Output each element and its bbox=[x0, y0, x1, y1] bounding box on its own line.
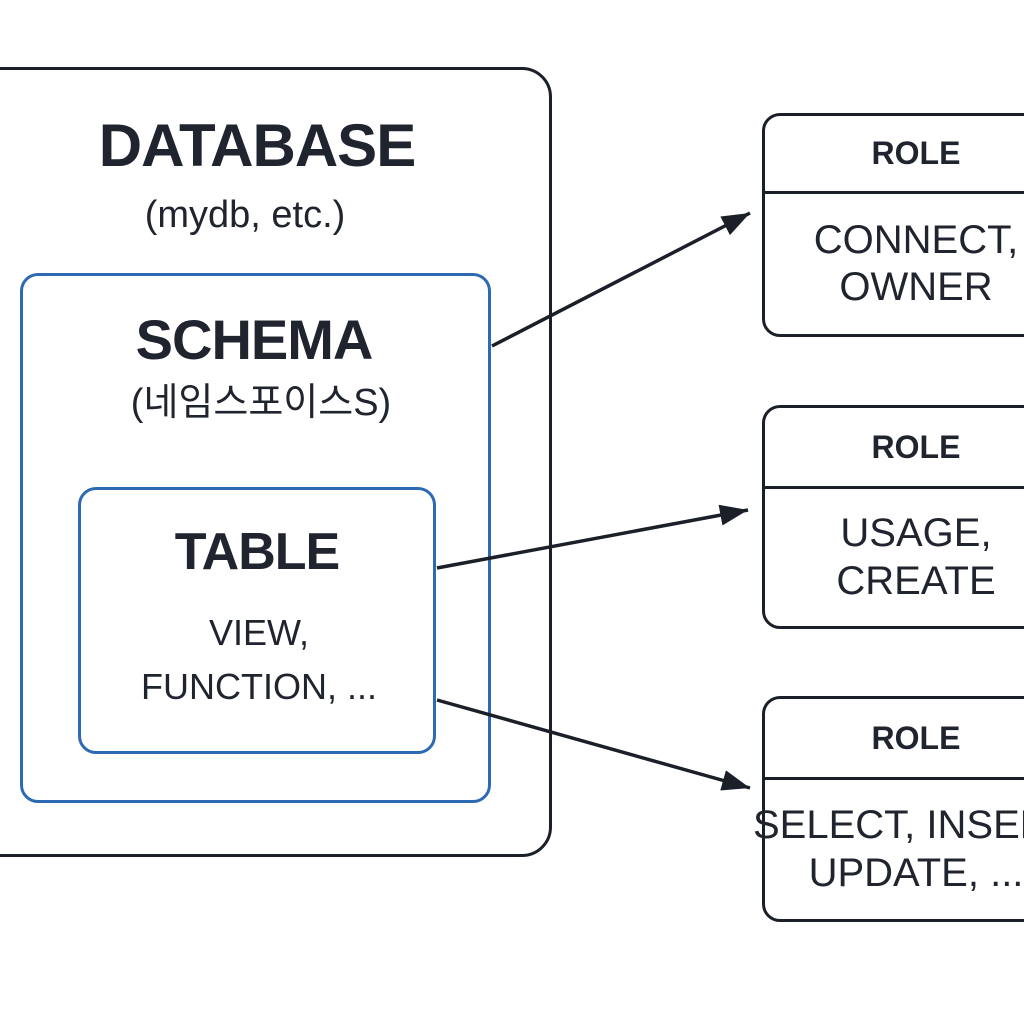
database-subtitle: (mydb, etc.) bbox=[144, 194, 346, 236]
role-box-2-title: ROLE bbox=[765, 408, 1024, 489]
database-title: DATABASE bbox=[98, 112, 416, 179]
role-box-1-privileges: CONNECT, OWNER bbox=[813, 217, 1019, 309]
schema-subtitle: (네임스포이스S) bbox=[130, 382, 392, 424]
role-box-2-privileges: USAGE, CREATE bbox=[836, 511, 996, 603]
role-box-select-insert-update: ROLE SELECT, INSERT, UPDATE, ... bbox=[752, 696, 1024, 922]
role-box-connect-owner: ROLE CONNECT, OWNER bbox=[762, 113, 1024, 337]
schema-title: SCHEMA bbox=[135, 308, 374, 371]
table-items: VIEW, FUNCTION, ... bbox=[141, 612, 377, 707]
role-box-usage-create: ROLE USAGE, CREATE bbox=[762, 405, 1024, 629]
role-box-3-title: ROLE bbox=[765, 699, 1024, 780]
role-box-1-title: ROLE bbox=[765, 116, 1024, 194]
table-box bbox=[78, 487, 436, 754]
table-title: TABLE bbox=[174, 523, 340, 581]
role-box-3-privileges: SELECT, INSERT, UPDATE, ... bbox=[752, 803, 1024, 895]
